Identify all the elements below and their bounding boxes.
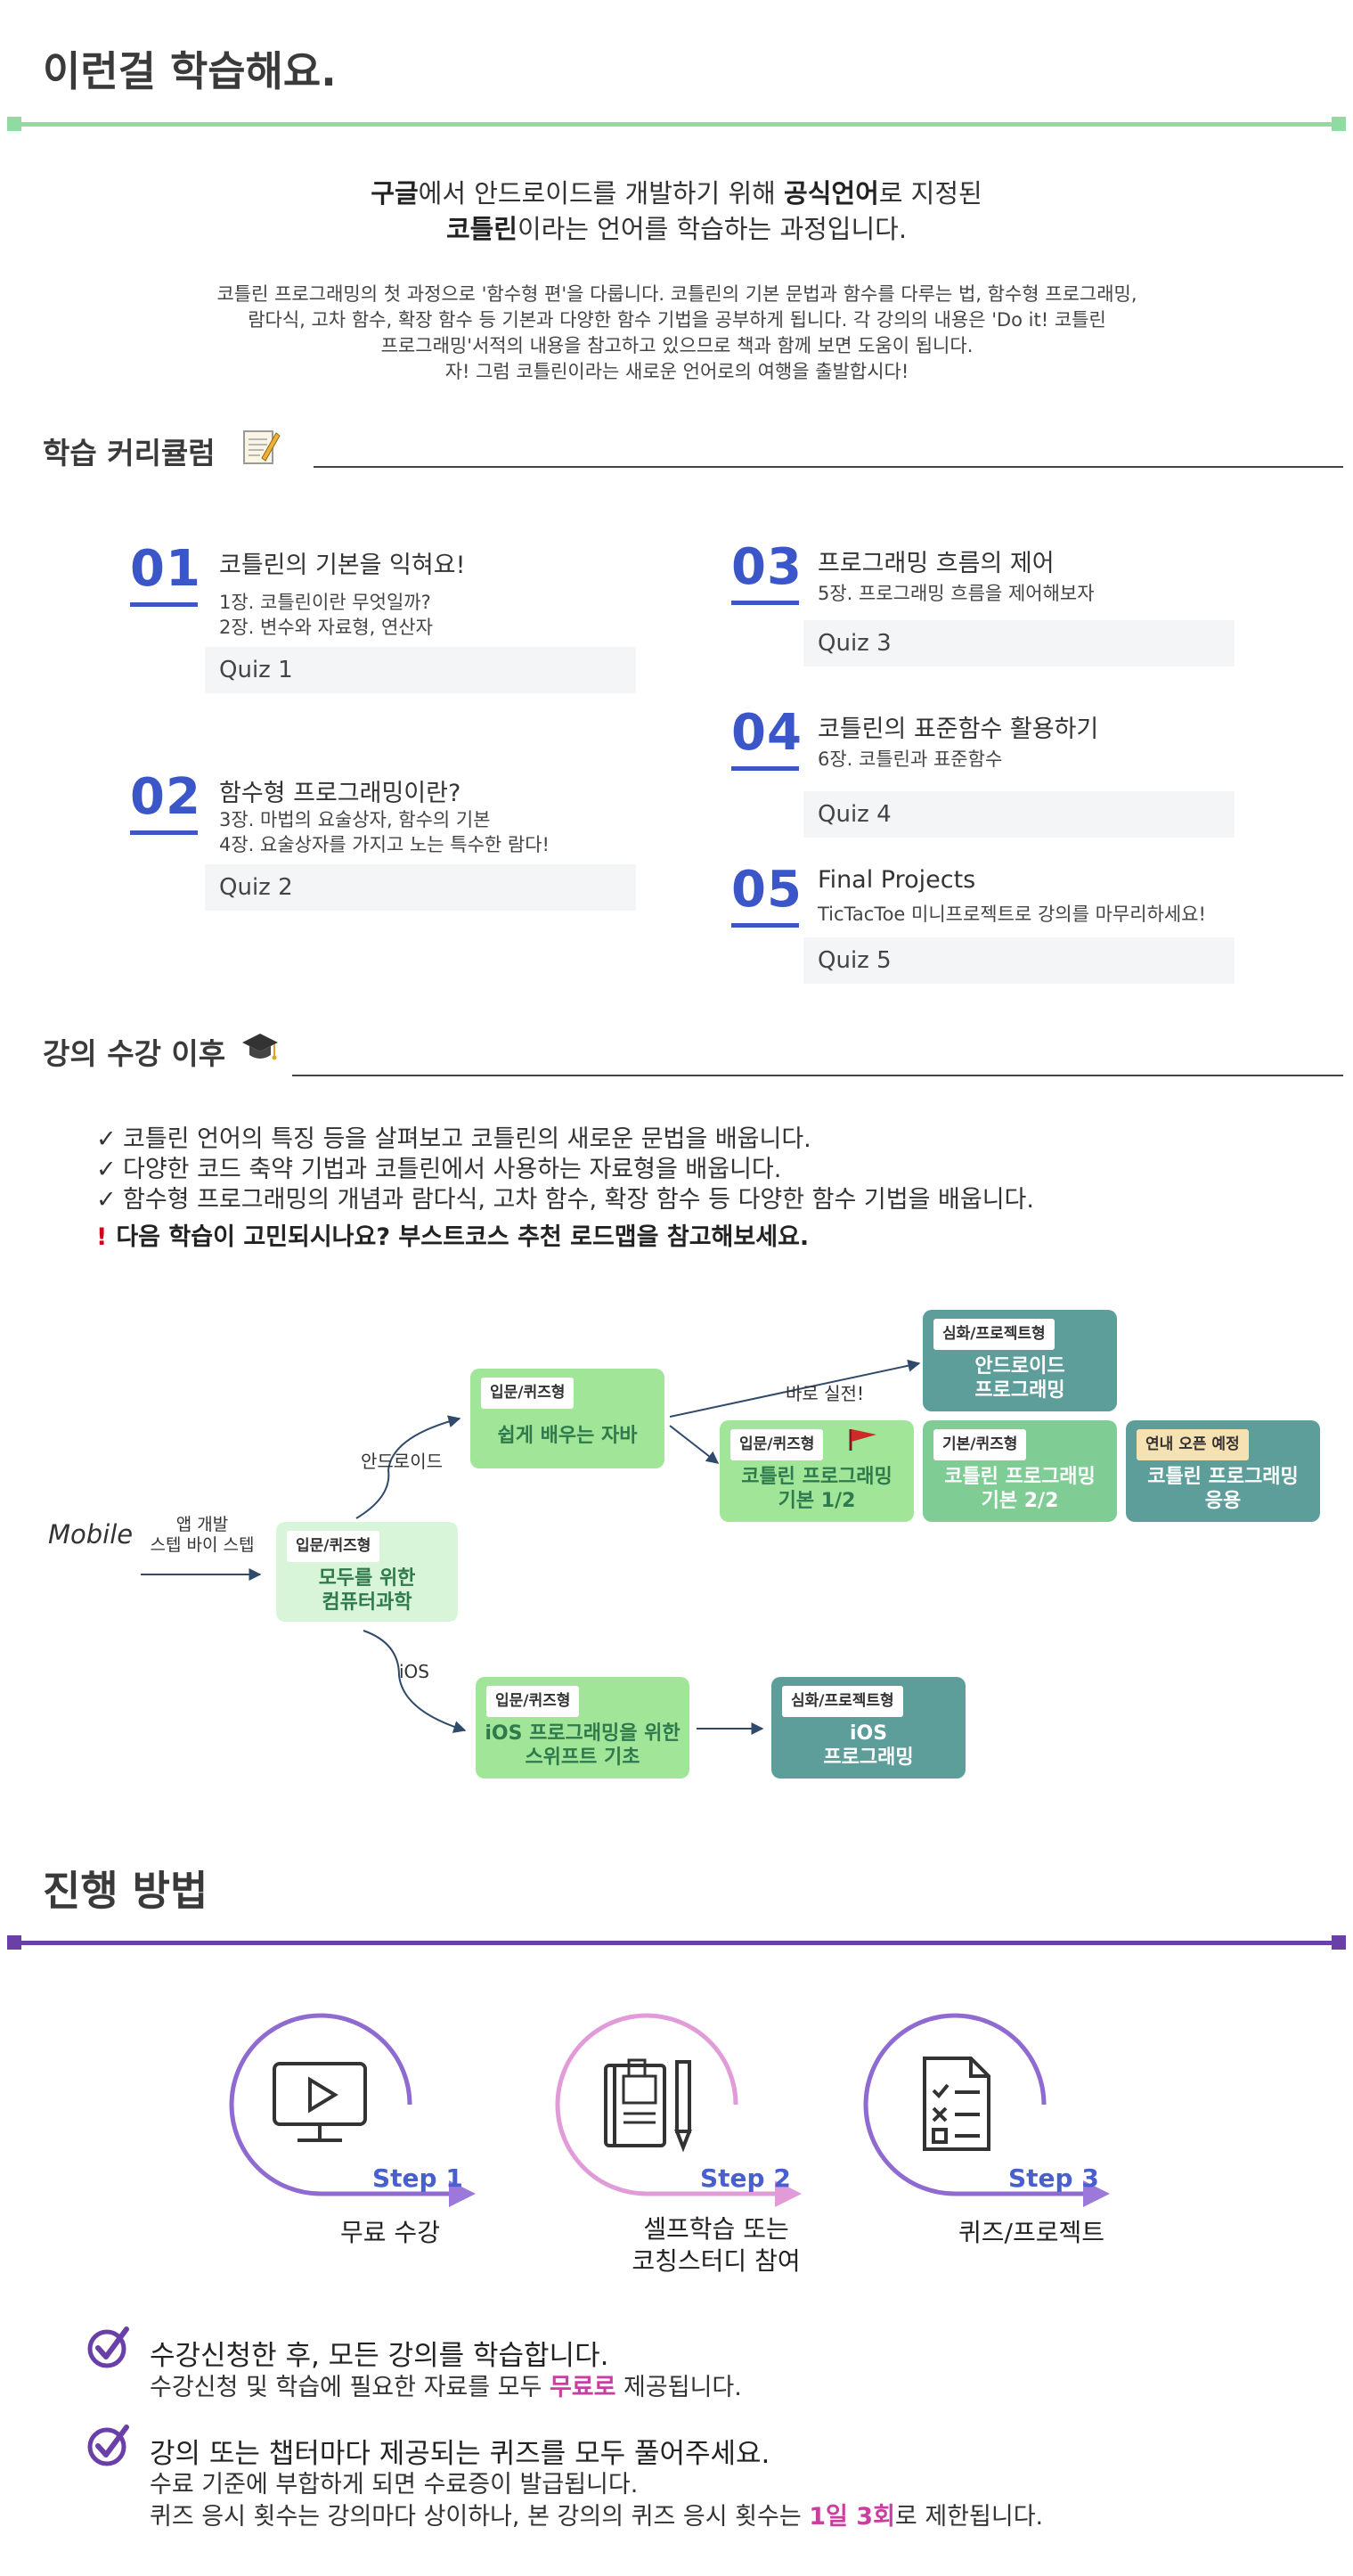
curriculum-desc: TicTacToe 미니프로젝트로 강의를 마무리하세요! <box>818 904 1206 925</box>
divider-cap-left <box>7 1935 21 1950</box>
roadmap-course-cs[interactable]: 입문/퀴즈형 모두를 위한 컴퓨터과학 <box>276 1522 458 1622</box>
curriculum-rule <box>314 466 1343 468</box>
step-label: Step 3 <box>1008 2163 1099 2193</box>
step-name: 퀴즈/프로젝트 <box>958 2218 1104 2247</box>
roadmap-course-swift[interactable]: 입문/퀴즈형 iOS 프로그래밍을 위한 스위프트 기초 <box>476 1677 689 1779</box>
roadmap-course-java[interactable]: 입문/퀴즈형 쉽게 배우는 자바 <box>470 1369 664 1468</box>
curriculum-title: 함수형 프로그래밍이란? <box>219 780 461 807</box>
number-underline <box>731 766 799 771</box>
purple-check-icon <box>86 2324 132 2374</box>
curriculum-heading: 학습 커리큘럼 <box>43 429 281 472</box>
number-underline <box>130 602 198 607</box>
divider-cap-left <box>7 117 21 131</box>
curriculum-title: 코틀린의 기본을 익혀요! <box>219 552 466 579</box>
number-underline <box>731 601 799 605</box>
outcome-item: ✓코틀린 언어의 특징 등을 살펴보고 코틀린의 새로운 문법을 배웁니다. <box>96 1125 811 1153</box>
roadmap-start-mobile: Mobile <box>48 1519 134 1550</box>
graduation-cap-icon <box>240 1030 280 1073</box>
note-detail: 수료 기준에 부합하게 되면 수료증이 발급됩니다. <box>150 2471 639 2498</box>
divider-cap-right <box>1332 1935 1346 1950</box>
roadmap-label-go-practice: 바로 실전! <box>786 1383 864 1404</box>
flag-icon <box>848 1427 878 1459</box>
step-label: Step 2 <box>700 2163 791 2193</box>
curriculum-desc: 5장. 프로그래밍 흐름을 제어해보자 <box>818 583 1095 604</box>
note-title: 강의 또는 챕터마다 제공되는 퀴즈를 모두 풀어주세요. <box>150 2438 770 2470</box>
step-name: 셀프학습 또는 코칭스터디 참여 <box>632 2214 801 2276</box>
section-divider <box>9 122 1343 127</box>
exclamation-icon: ! <box>96 1223 108 1251</box>
roadmap-label-ios: iOS <box>399 1661 429 1682</box>
curriculum-desc: 1장. 코틀린이란 무엇일까? 2장. 변수와 자료형, 연산자 <box>219 592 433 638</box>
quiz-link[interactable]: Quiz 2 <box>205 864 636 911</box>
check-icon: ✓ <box>96 1186 117 1214</box>
after-rule <box>292 1075 1343 1076</box>
intro-lead-line1: 구글에서 안드로이드를 개발하기 위해 공식언어로 지정된 <box>371 178 982 209</box>
intro-body: 코틀린 프로그래밍의 첫 과정으로 '함수형 편'을 다룹니다. 코틀린의 기본… <box>216 283 1137 382</box>
quiz-link[interactable]: Quiz 3 <box>803 620 1235 666</box>
roadmap-course-kotlin-basic-2[interactable]: 기본/퀴즈형 코틀린 프로그래밍 기본 2/2 <box>923 1420 1117 1522</box>
roadmap-course-kotlin-applied[interactable]: 연내 오픈 예정 코틀린 프로그래밍 응용 <box>1126 1420 1320 1522</box>
roadmap-connectors <box>141 1359 921 1735</box>
check-icon: ✓ <box>96 1156 117 1183</box>
roadmap-course-android[interactable]: 심화/프로젝트형 안드로이드 프로그래밍 <box>923 1310 1117 1411</box>
book-pencil-icon <box>602 2055 700 2156</box>
number-underline <box>731 923 799 928</box>
outcome-item: ✓다양한 코드 축약 기법과 코틀린에서 사용하는 자료형을 배웁니다. <box>96 1156 782 1183</box>
roadmap-label-app-dev: 앱 개발 스텝 바이 스텝 <box>150 1515 255 1555</box>
memo-icon <box>240 426 281 474</box>
number-underline <box>130 830 198 835</box>
purple-check-icon <box>86 2422 132 2472</box>
curriculum-number: 03 <box>731 538 803 596</box>
note-detail: 퀴즈 응시 횟수는 강의마다 상이하나, 본 강의의 퀴즈 응시 횟수는 1일 … <box>150 2503 1044 2531</box>
curriculum-desc: 3장. 마법의 요술상자, 함수의 기본 4장. 요술상자를 가지고 노는 특수… <box>219 809 550 855</box>
after-heading: 강의 수강 이후 <box>43 1030 278 1073</box>
divider-cap-right <box>1332 117 1346 131</box>
roadmap-course-kotlin-basic-1[interactable]: 입문/퀴즈형 코틀린 프로그래밍 기본 1/2 <box>720 1420 914 1522</box>
steps-graphic <box>229 2013 1110 2207</box>
curriculum-number: 01 <box>130 540 201 598</box>
curriculum-number: 05 <box>731 861 803 919</box>
note-title: 수강신청한 후, 모든 강의를 학습합니다. <box>150 2340 609 2372</box>
step-label: Step 1 <box>372 2163 463 2193</box>
section-title-progress: 진행 방법 <box>43 1867 208 1915</box>
roadmap-notice: !다음 학습이 고민되시나요? 부스트코스 추천 로드맵을 참고해보세요. <box>96 1223 810 1251</box>
curriculum-number: 04 <box>731 704 803 762</box>
outcome-item: ✓함수형 프로그래밍의 개념과 람다식, 고차 함수, 확장 함수 등 다양한 … <box>96 1186 1034 1214</box>
quiz-link[interactable]: Quiz 1 <box>205 647 636 693</box>
quiz-link[interactable]: Quiz 4 <box>803 791 1235 838</box>
roadmap-label-android: 안드로이드 <box>361 1451 443 1472</box>
curriculum-number: 02 <box>130 768 201 826</box>
curriculum-title: 프로그래밍 흐름의 제어 <box>818 550 1055 577</box>
roadmap-course-ios[interactable]: 심화/프로젝트형 iOS 프로그래밍 <box>771 1677 966 1779</box>
section-title-learn: 이런걸 학습해요. <box>43 47 337 95</box>
check-icon: ✓ <box>96 1125 117 1153</box>
curriculum-title: Final Projects <box>818 866 976 894</box>
checklist-document-icon <box>921 2055 992 2156</box>
curriculum-desc: 6장. 코틀린과 표준함수 <box>818 748 1003 770</box>
intro-lead-line2: 코틀린이라는 언어를 학습하는 과정입니다. <box>445 214 908 244</box>
section-divider <box>9 1941 1343 1945</box>
step-name: 무료 수강 <box>340 2218 440 2247</box>
quiz-link[interactable]: Quiz 5 <box>803 937 1235 984</box>
note-detail: 수강신청 및 학습에 필요한 자료를 모두 무료로 제공됩니다. <box>150 2374 742 2401</box>
video-monitor-icon <box>271 2060 369 2153</box>
curriculum-title: 코틀린의 표준함수 활용하기 <box>818 716 1099 743</box>
